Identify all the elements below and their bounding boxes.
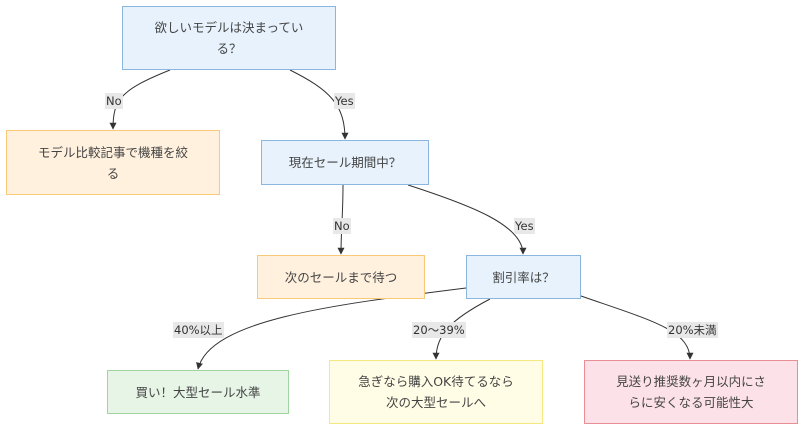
action-wait-next-sale[interactable]: 次のセールまで待つ	[257, 255, 425, 299]
node-text-line: 次のセールまで待つ	[284, 269, 398, 285]
node-text-line: る	[106, 165, 120, 181]
node-text-line: 割引率は？	[492, 269, 555, 285]
node-text-line: 買い！大型セール水準	[135, 384, 261, 400]
edge-label-no: No	[333, 218, 351, 234]
node-text-line: らに安くなる可能性大	[628, 395, 754, 410]
node-text-line: る？	[216, 41, 242, 56]
edge-n5-n8	[580, 295, 694, 360]
edge-label-40-plus: 40%以上	[173, 322, 224, 338]
edge-n1-n2	[109, 69, 171, 130]
result-buy[interactable]: 買い！大型セール水準	[107, 370, 289, 414]
node-text-line: 現在セール期間中？	[288, 155, 402, 170]
node-text-line: 次の大型セールへ	[385, 395, 486, 410]
result-buy-if-urgent[interactable]: 急ぎなら購入OK待てるなら次の大型セールへ	[329, 360, 543, 424]
node-text-line: 欲しいモデルは決まってい	[154, 20, 304, 35]
node-text-line: 急ぎなら購入OK待てるなら	[358, 374, 514, 389]
action-compare-models[interactable]: モデル比較記事で機種を絞る	[6, 130, 220, 195]
edge-label-under-20: 20%未満	[667, 322, 718, 338]
edge-label-yes: Yes	[514, 218, 535, 234]
edge-label-no: No	[105, 93, 123, 109]
result-skip[interactable]: 見送り推奨数ヶ月以内にさらに安くなる可能性大	[584, 360, 798, 424]
edge-n1-n3	[289, 69, 349, 140]
node-text-line: 見送り推奨数ヶ月以内にさ	[616, 374, 766, 389]
edge-n3-n5	[407, 184, 527, 255]
edge-label-yes: Yes	[334, 93, 355, 109]
edge-label-20-39: 20〜39%	[412, 322, 466, 338]
decision-discount-rate[interactable]: 割引率は？	[466, 255, 581, 299]
decision-model-decided[interactable]: 欲しいモデルは決まっている？	[122, 6, 336, 70]
decision-sale-period[interactable]: 現在セール期間中？	[261, 140, 429, 185]
node-text-line: モデル比較記事で機種を絞	[37, 144, 188, 160]
